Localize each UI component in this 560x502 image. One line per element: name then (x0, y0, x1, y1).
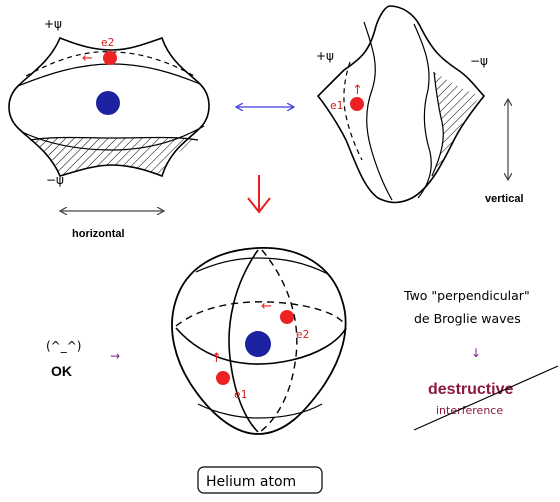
electron-e1-helium (216, 371, 230, 385)
electron-e2-horizontal (103, 51, 117, 65)
electron-e1-vertical (350, 97, 364, 111)
vertical-wave-left-inner (364, 22, 392, 200)
e1-label-helium: e1 (234, 388, 247, 401)
strike-through-line (414, 366, 558, 430)
purple-down-arrow: ↓ (471, 346, 481, 360)
e1-label-vertical: e1 (330, 99, 343, 112)
horizontal-label: horizontal (72, 228, 125, 240)
nucleus-horizontal (96, 91, 120, 115)
purple-right-arrow: → (110, 349, 120, 363)
red-down-arrow (248, 175, 270, 212)
destructive-label: destructive (428, 381, 513, 398)
ok-label: OK (51, 363, 72, 379)
sphere-cap-top (196, 258, 328, 274)
vertical-label: vertical (485, 193, 524, 205)
nucleus-helium (245, 331, 271, 357)
smiley-face: (^_^) (46, 339, 81, 353)
e1-motion-arrow-helium: ↑ (211, 351, 222, 366)
e2-motion-arrow-helium: ← (261, 299, 272, 314)
minus-psi-label-horizontal: −ψ (46, 173, 64, 187)
e2-label-helium: e2 (296, 328, 309, 341)
note-line-2: de Broglie waves (414, 311, 521, 326)
plus-psi-label-horizontal: +ψ (44, 17, 62, 31)
interference-label: interference (436, 404, 503, 417)
vertical-wave-right-inner (414, 24, 431, 198)
minus-psi-label-vertical: −ψ (470, 54, 488, 68)
note-line-1: Two "perpendicular" (403, 288, 530, 303)
plus-psi-label-vertical: +ψ (316, 49, 334, 63)
horizontal-wave-upper-solid (18, 64, 200, 86)
e1-motion-arrow-vertical: ↑ (352, 83, 363, 98)
vertical-wave-right-hatched (432, 72, 480, 176)
helium-atom-caption: Helium atom (206, 474, 296, 490)
e2-motion-arrow-horizontal: ← (82, 51, 93, 66)
electron-e2-helium (280, 310, 294, 324)
e2-label-horizontal: e2 (101, 36, 114, 49)
